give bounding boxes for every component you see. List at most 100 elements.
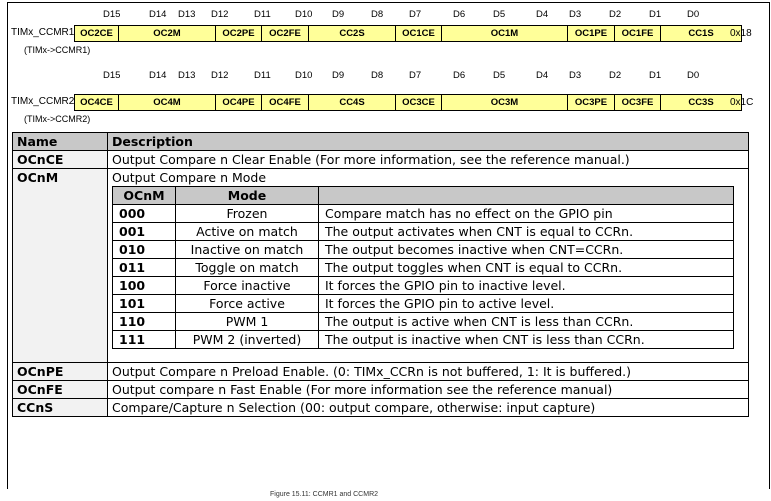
- field-name: OCnM: [12, 168, 108, 363]
- mode-name: Inactive on match: [175, 240, 319, 259]
- field-description: Output Compare n Preload Enable. (0: TIM…: [107, 362, 749, 381]
- field-oc4pe: OC4PE: [216, 95, 262, 110]
- bit-label: D2: [609, 70, 622, 81]
- mode-name: PWM 1: [175, 312, 319, 331]
- field-oc2pe: OC2PE: [216, 26, 262, 41]
- bit-label: D15: [103, 70, 121, 81]
- ccmr1-offset: 0x18: [730, 28, 752, 39]
- bit-label: D1: [649, 9, 662, 20]
- mode-row: 001 Active on match The output activates…: [112, 222, 734, 241]
- figure-caption: Figure 15.11: CCMR1 and CCMR2: [270, 491, 379, 498]
- mode-row: 000 Frozen Compare match has no effect o…: [112, 204, 734, 223]
- bit-label: D2: [609, 9, 622, 20]
- bit-label: D0: [687, 9, 700, 20]
- bit-label: D13: [178, 9, 196, 20]
- field-description: Output Compare n Mode: [112, 170, 267, 185]
- field-description: Output Compare n Clear Enable (For more …: [107, 150, 749, 169]
- bit-label: D3: [569, 70, 582, 81]
- mode-header-code: OCnM: [112, 186, 176, 205]
- bit-label: D9: [332, 70, 345, 81]
- bit-label: D6: [453, 70, 466, 81]
- ccmr2-label: TIMx_CCMR2:: [11, 96, 78, 107]
- mode-name: Active on match: [175, 222, 319, 241]
- field-oc2ce: OC2CE: [75, 26, 119, 41]
- bit-label: D10: [295, 70, 313, 81]
- mode-description: The output is inactive when CNT is less …: [318, 330, 734, 349]
- mode-name: Force active: [175, 294, 319, 313]
- bit-label: D6: [453, 9, 466, 20]
- mode-code: 111: [112, 330, 176, 349]
- field-cc2s: CC2S: [309, 26, 396, 41]
- field-name: OCnFE: [12, 380, 108, 399]
- field-oc2fe: OC2FE: [262, 26, 309, 41]
- field-description-cell: Output Compare n Mode OCnM Mode 000 Froz…: [107, 168, 749, 363]
- bit-label: D7: [409, 9, 422, 20]
- bit-label: D14: [149, 70, 167, 81]
- field-oc1ce: OC1CE: [396, 26, 442, 41]
- bit-label: D7: [409, 70, 422, 81]
- field-oc3m: OC3M: [442, 95, 568, 110]
- document-frame: [7, 2, 770, 489]
- table-row: OCnFE Output compare n Fast Enable (For …: [12, 380, 749, 399]
- mode-code: 010: [112, 240, 176, 259]
- ccmr2-sub-label: (TIMx->CCMR2): [24, 114, 91, 124]
- field-description: Output compare n Fast Enable (For more i…: [107, 380, 749, 399]
- table-row: OCnCE Output Compare n Clear Enable (For…: [12, 150, 749, 169]
- field-oc2m: OC2M: [119, 26, 216, 41]
- header-name: Name: [12, 132, 108, 151]
- field-name: OCnCE: [12, 150, 108, 169]
- bit-labels-ccmr2: D15 D14 D13 D12 D11 D10 D9 D8 D7 D6 D5 D…: [103, 70, 723, 84]
- bit-label: D8: [371, 70, 384, 81]
- field-oc4fe: OC4FE: [262, 95, 309, 110]
- mode-description: It forces the GPIO pin to active level.: [318, 294, 734, 313]
- mode-row: 011 Toggle on match The output toggles w…: [112, 258, 734, 277]
- bit-label: D5: [493, 70, 506, 81]
- mode-table-header: OCnM Mode: [112, 186, 734, 205]
- table-header-row: Name Description: [12, 132, 749, 151]
- mode-row: 100 Force inactive It forces the GPIO pi…: [112, 276, 734, 295]
- mode-header-desc: [318, 186, 734, 205]
- mode-code: 000: [112, 204, 176, 223]
- header-description: Description: [107, 132, 749, 151]
- mode-code: 100: [112, 276, 176, 295]
- field-cc4s: CC4S: [309, 95, 396, 110]
- bit-label: D11: [254, 70, 271, 81]
- ccmr1-register: OC2CE OC2M OC2PE OC2FE CC2S OC1CE OC1M O…: [74, 25, 742, 42]
- ccmr1-label: TIMx_CCMR1:: [11, 27, 78, 38]
- field-oc3pe: OC3PE: [568, 95, 615, 110]
- register-description-table: Name Description OCnCE Output Compare n …: [12, 132, 749, 417]
- mode-name: Force inactive: [175, 276, 319, 295]
- mode-description: It forces the GPIO pin to inactive level…: [318, 276, 734, 295]
- field-cc1s: CC1S: [688, 28, 714, 39]
- bit-label: D12: [211, 9, 229, 20]
- field-oc3ce: OC3CE: [396, 95, 442, 110]
- bit-label: D0: [687, 70, 700, 81]
- bit-label: D12: [211, 70, 229, 81]
- ccmr2-register: OC4CE OC4M OC4PE OC4FE CC4S OC3CE OC3M O…: [74, 94, 742, 111]
- bit-label: D3: [569, 9, 582, 20]
- bit-label: D14: [149, 9, 167, 20]
- mode-row: 110 PWM 1 The output is active when CNT …: [112, 312, 734, 331]
- field-description: Compare/Capture n Selection (00: output …: [107, 398, 749, 417]
- mode-row: 010 Inactive on match The output becomes…: [112, 240, 734, 259]
- bit-label: D9: [332, 9, 345, 20]
- bit-label: D10: [295, 9, 313, 20]
- mode-name: PWM 2 (inverted): [175, 330, 319, 349]
- mode-row: 111 PWM 2 (inverted) The output is inact…: [112, 330, 734, 349]
- mode-description: Compare match has no effect on the GPIO …: [318, 204, 734, 223]
- mode-description: The output is active when CNT is less th…: [318, 312, 734, 331]
- field-name: CCnS: [12, 398, 108, 417]
- field-oc4m: OC4M: [119, 95, 216, 110]
- field-oc1pe: OC1PE: [568, 26, 615, 41]
- bit-labels-ccmr1: D15 D14 D13 D12 D11 D10 D9 D8 D7 D6 D5 D…: [103, 9, 723, 23]
- field-oc3fe: OC3FE: [615, 95, 661, 110]
- ccmr1-sub-label: (TIMx->CCMR1): [24, 45, 91, 55]
- mode-description: The output toggles when CNT is equal to …: [318, 258, 734, 277]
- mode-table: OCnM Mode 000 Frozen Compare match has n…: [112, 186, 734, 349]
- bit-label: D1: [649, 70, 662, 81]
- mode-name: Toggle on match: [175, 258, 319, 277]
- mode-code: 110: [112, 312, 176, 331]
- bit-label: D15: [103, 9, 121, 20]
- field-oc1fe: OC1FE: [615, 26, 661, 41]
- mode-header-mode: Mode: [175, 186, 319, 205]
